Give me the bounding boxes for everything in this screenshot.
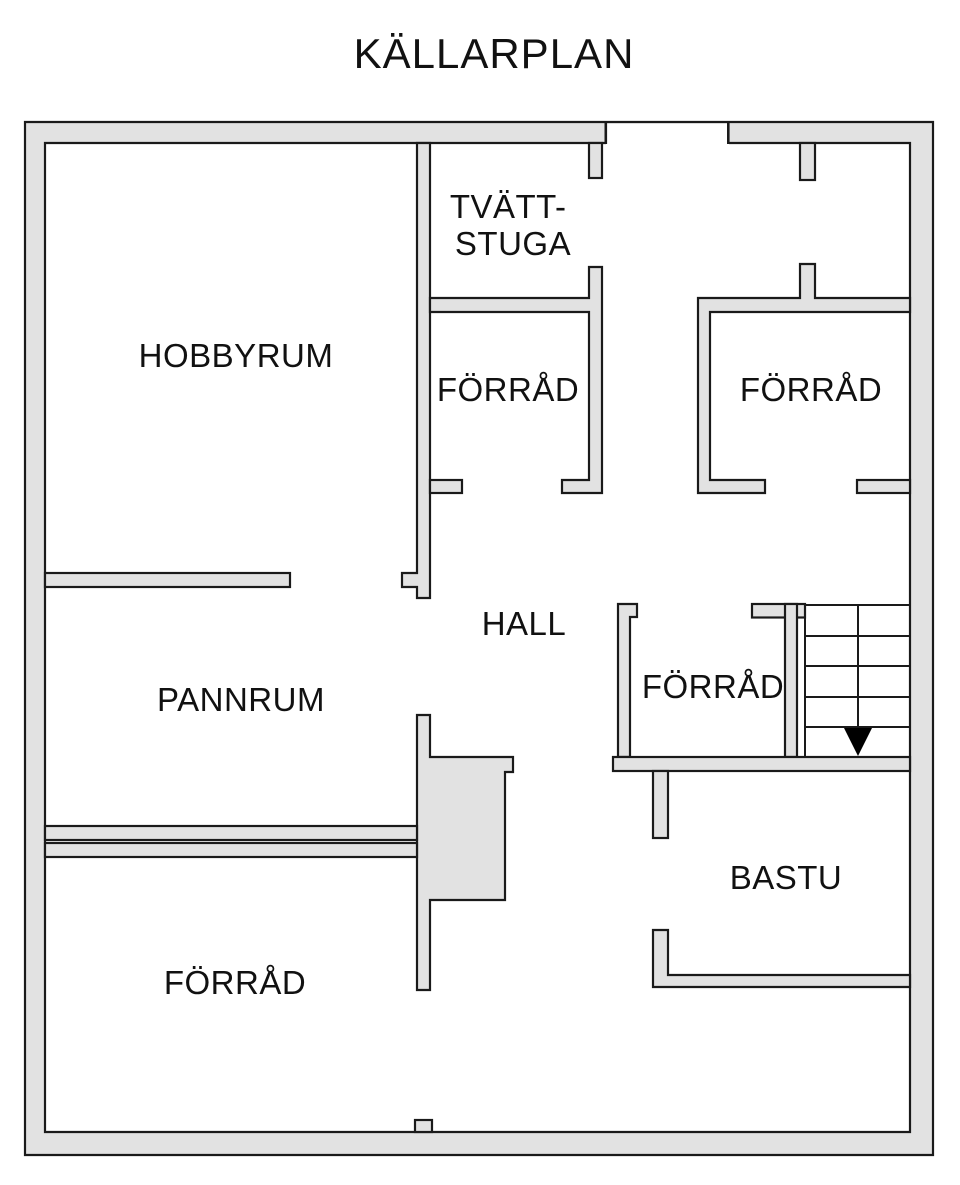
room-label-bastu: BASTU bbox=[730, 859, 843, 896]
wall-forrad-hall-left bbox=[616, 602, 639, 759]
wall-bastu-bottom bbox=[651, 928, 912, 989]
wall-chimney-block bbox=[415, 713, 515, 992]
room-label-tvattstuga-line1: TVÄTT- bbox=[450, 188, 567, 225]
down-arrow-icon bbox=[844, 728, 872, 756]
room-label-forrad-nere: FÖRRÅD bbox=[164, 964, 306, 1001]
wall-forrad-mitten-foot bbox=[428, 478, 464, 495]
room-label-hobbyrum: HOBBYRUM bbox=[139, 337, 334, 374]
room-label-hall: HALL bbox=[482, 605, 567, 642]
wall-forrad-hall-right bbox=[783, 602, 799, 759]
top-wall-opening-right-cap bbox=[727, 122, 730, 144]
wall-pannrum-bottom bbox=[43, 824, 419, 842]
wall-bastu-top bbox=[611, 755, 912, 773]
wall-bottom-door-jamb bbox=[413, 1118, 434, 1134]
wall-forrad-uppe-hoger bbox=[696, 262, 912, 495]
room-label-forrad-hall: FÖRRÅD bbox=[642, 668, 784, 705]
room-label-tvattstuga: TVÄTT- STUGA bbox=[450, 188, 576, 262]
top-wall-opening bbox=[606, 123, 729, 147]
wall-forrad-nere-top bbox=[43, 841, 419, 859]
wall-bastu-left-upper bbox=[651, 769, 670, 840]
wall-entry-door-jamb-top bbox=[798, 141, 817, 182]
wall-hobbyrum-pannrum bbox=[43, 571, 292, 589]
top-wall-opening-left-cap bbox=[604, 122, 608, 144]
wall-forrad-uppe-hoger-foot bbox=[855, 478, 912, 495]
room-label-forrad-mitten: FÖRRÅD bbox=[437, 371, 579, 408]
wall-tvattstuga-door-jamb bbox=[587, 141, 604, 180]
wall-tvattstuga-bottom-and-forrad-right bbox=[428, 265, 604, 495]
wall-hobbyrum-right bbox=[400, 141, 432, 600]
room-label-tvattstuga-line2: STUGA bbox=[455, 225, 571, 262]
staircase bbox=[804, 604, 910, 757]
page-title: KÄLLARPLAN bbox=[354, 30, 635, 77]
room-label-pannrum: PANNRUM bbox=[157, 681, 325, 718]
room-label-forrad-uppe-hoger: FÖRRÅD bbox=[740, 371, 882, 408]
